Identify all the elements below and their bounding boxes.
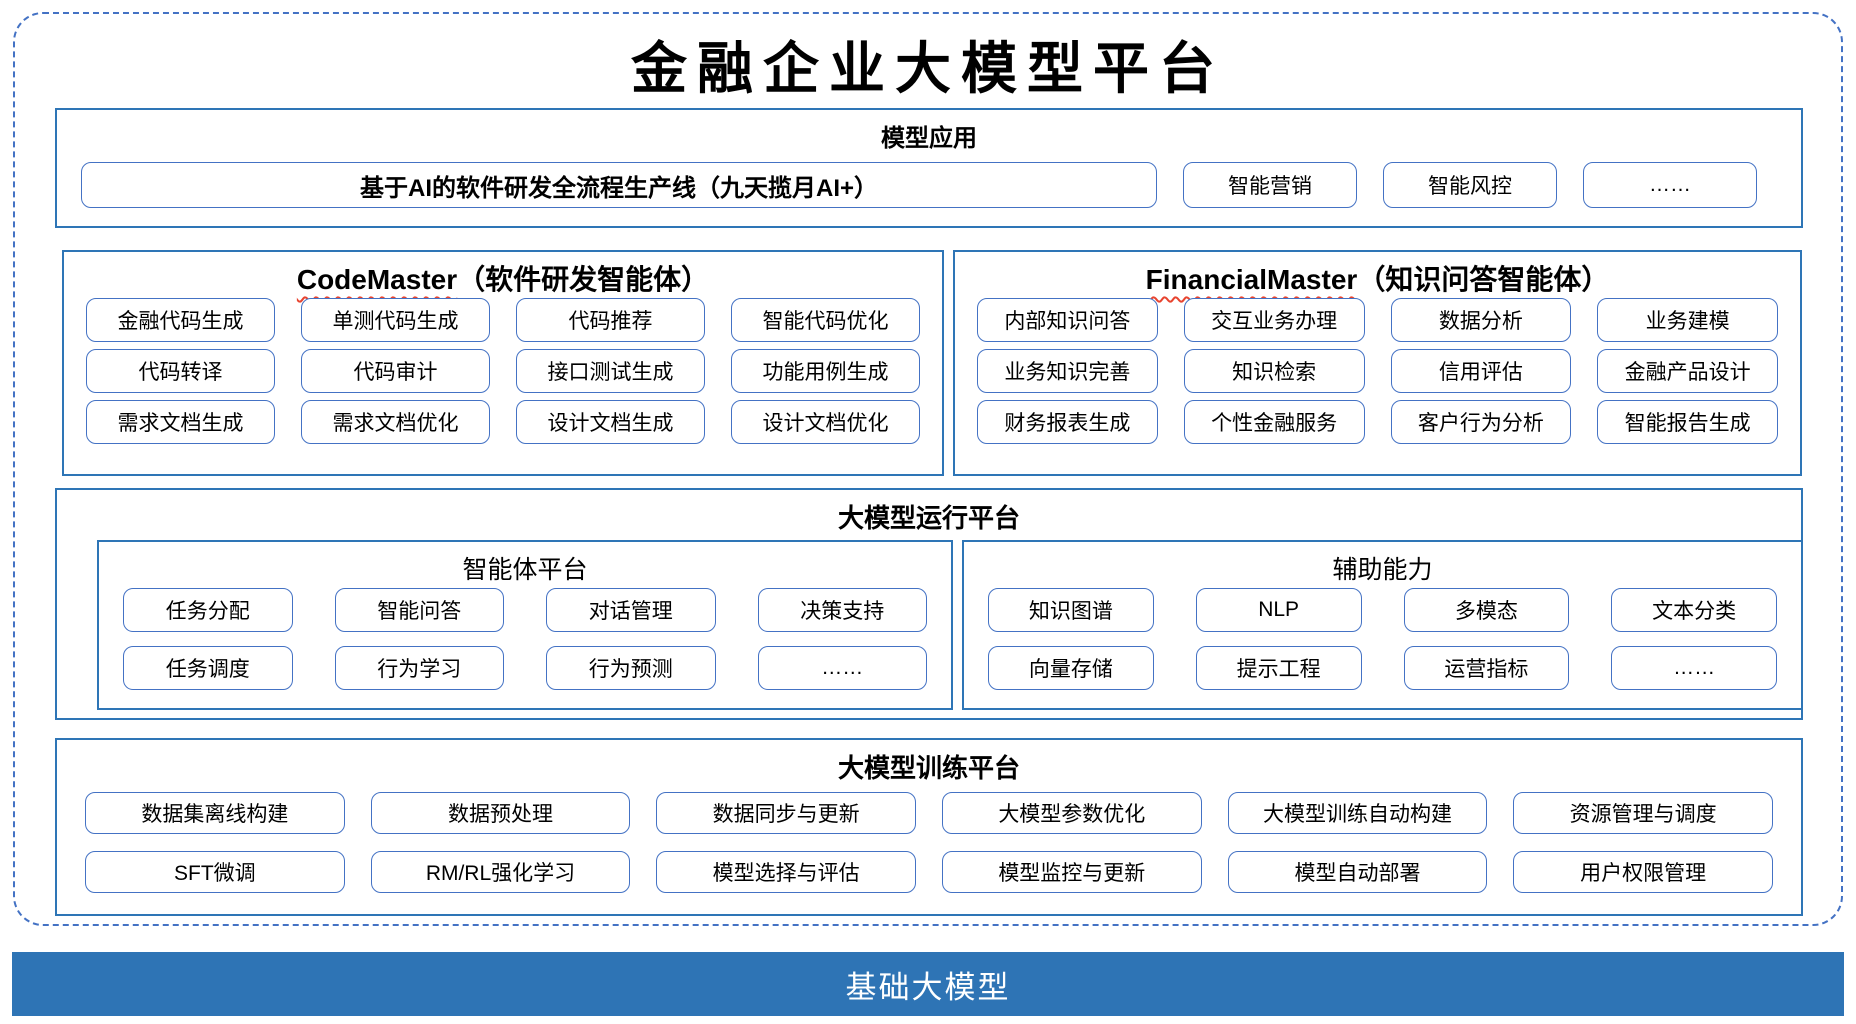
training-item-box: 用户权限管理 (1513, 851, 1773, 893)
codemaster-item-box: 代码推荐 (516, 298, 705, 342)
base-model-bar-label: 基础大模型 (845, 969, 1011, 1005)
codemaster-header: CodeMaster（软件研发智能体） (64, 258, 942, 298)
financialmaster-item-box: 金融产品设计 (1597, 349, 1778, 393)
financialmaster-item-box: 交互业务办理 (1183, 298, 1365, 342)
codemaster-item-box: 接口测试生成 (516, 349, 705, 393)
training-platform-grid: 数据集离线构建数据预处理数据同步与更新大模型参数优化大模型训练自动构建资源管理与… (85, 792, 1773, 893)
codemaster-grid: 金融代码生成单测代码生成代码推荐智能代码优化代码转译代码审计接口测试生成功能用例… (86, 298, 920, 444)
financialmaster-item-box: 信用评估 (1390, 349, 1572, 393)
aux-ability-item-box: 多模态 (1403, 588, 1570, 632)
base-model-bar: 基础大模型 (12, 952, 1844, 1016)
aux-ability-item-box: 向量存储 (988, 646, 1154, 690)
agent-platform-grid: 任务分配智能问答对话管理决策支持任务调度行为学习行为预测 …… (123, 588, 927, 690)
model-application-item-box: 智能营销 (1183, 162, 1357, 208)
financialmaster-item-box: 客户行为分析 (1390, 400, 1572, 444)
diagram-title: 金融企业大模型平台 (631, 36, 1225, 102)
aux-ability-grid: 知识图谱 NLP 多模态文本分类向量存储提示工程运营指标 …… (988, 588, 1777, 690)
model-application-header: 模型应用 (881, 125, 977, 152)
training-item-box: 数据同步与更新 (656, 792, 916, 834)
training-item-box: 模型自动部署 (1227, 851, 1488, 893)
financialmaster-item-box: 内部知识问答 (977, 298, 1158, 342)
training-item-box: RM/RL强化学习 (370, 851, 631, 893)
aux-ability-item-box: 文本分类 (1611, 588, 1777, 632)
section-financialmaster: FinancialMaster（知识问答智能体） 内部知识问答交互业务办理数据分… (953, 250, 1802, 476)
codemaster-item-box: 需求文档生成 (86, 400, 275, 444)
financialmaster-item-box: 个性金融服务 (1183, 400, 1365, 444)
training-platform-header: 大模型训练平台 (837, 753, 1020, 783)
codemaster-item-box: 代码审计 (301, 349, 490, 393)
financialmaster-grid: 内部知识问答交互业务办理数据分析业务建模业务知识完善知识检索信用评估金融产品设计… (977, 298, 1778, 444)
agent-platform-item-box: 行为学习 (334, 646, 504, 690)
aux-ability-header: 辅助能力 (1332, 556, 1433, 584)
codemaster-item-box: 代码转译 (86, 349, 275, 393)
aux-ability-item-box: …… (1611, 646, 1777, 690)
codemaster-item-box: 功能用例生成 (731, 349, 920, 393)
training-item-box: 大模型训练自动构建 (1227, 792, 1488, 834)
agent-platform-item-box: 任务分配 (123, 588, 293, 632)
training-item-box: 大模型参数优化 (941, 792, 1202, 834)
codemaster-item-box: 需求文档优化 (301, 400, 490, 444)
aux-ability-item-box: 运营指标 (1403, 646, 1570, 690)
training-item-box: 模型监控与更新 (941, 851, 1202, 893)
training-item-box: SFT微调 (85, 851, 345, 893)
ai-pipeline-box: 基于AI的软件研发全流程生产线（九天揽月AI+） (81, 162, 1157, 208)
agent-platform-header: 智能体平台 (462, 556, 588, 584)
codemaster-title-en: CodeMaster (296, 264, 458, 295)
agent-platform-box: 智能体平台 任务分配智能问答对话管理决策支持任务调度行为学习行为预测 …… (97, 540, 953, 710)
financialmaster-item-box: 财务报表生成 (977, 400, 1158, 444)
training-item-box: 模型选择与评估 (656, 851, 916, 893)
agent-platform-item-box: 智能问答 (334, 588, 504, 632)
model-application-item-box: …… (1583, 162, 1757, 208)
section-training-platform: 大模型训练平台 数据集离线构建数据预处理数据同步与更新大模型参数优化大模型训练自… (55, 738, 1803, 916)
aux-ability-item-box: NLP (1195, 588, 1362, 632)
financialmaster-item-box: 数据分析 (1390, 298, 1572, 342)
aux-ability-item-box: 知识图谱 (988, 588, 1154, 632)
codemaster-title-zh: （软件研发智能体） (457, 264, 710, 295)
section-codemaster: CodeMaster（软件研发智能体） 金融代码生成单测代码生成代码推荐智能代码… (62, 250, 944, 476)
model-application-row: 基于AI的软件研发全流程生产线（九天揽月AI+） 智能营销智能风控 …… (81, 162, 1757, 208)
outer-dashed-border (13, 12, 1843, 926)
financialmaster-item-box: 智能报告生成 (1597, 400, 1778, 444)
aux-ability-item-box: 提示工程 (1195, 646, 1362, 690)
financialmaster-header: FinancialMaster（知识问答智能体） (955, 258, 1800, 298)
agent-platform-item-box: …… (757, 646, 927, 690)
training-item-box: 资源管理与调度 (1513, 792, 1773, 834)
training-item-box: 数据预处理 (370, 792, 631, 834)
agent-platform-item-box: 对话管理 (546, 588, 716, 632)
financialmaster-item-box: 知识检索 (1183, 349, 1365, 393)
financialmaster-title-en: FinancialMaster (1145, 264, 1358, 295)
financialmaster-item-box: 业务知识完善 (977, 349, 1158, 393)
financialmaster-item-box: 业务建模 (1597, 298, 1778, 342)
codemaster-item-box: 设计文档生成 (516, 400, 705, 444)
runtime-platform-header: 大模型运行平台 (837, 503, 1020, 533)
financialmaster-title-zh: （知识问答智能体） (1357, 264, 1610, 295)
training-item-box: 数据集离线构建 (85, 792, 345, 834)
codemaster-item-box: 单测代码生成 (301, 298, 490, 342)
codemaster-item-box: 金融代码生成 (86, 298, 275, 342)
agent-platform-item-box: 决策支持 (757, 588, 927, 632)
section-runtime-platform: 大模型运行平台 智能体平台 任务分配智能问答对话管理决策支持任务调度行为学习行为… (55, 488, 1803, 720)
agent-platform-item-box: 任务调度 (123, 646, 293, 690)
agent-platform-item-box: 行为预测 (546, 646, 716, 690)
model-application-item-box: 智能风控 (1383, 162, 1557, 208)
codemaster-item-box: 智能代码优化 (731, 298, 920, 342)
aux-ability-box: 辅助能力 知识图谱 NLP 多模态文本分类向量存储提示工程运营指标 …… (962, 540, 1803, 710)
codemaster-item-box: 设计文档优化 (731, 400, 920, 444)
section-model-application: 模型应用 基于AI的软件研发全流程生产线（九天揽月AI+） 智能营销智能风控 …… (55, 108, 1803, 228)
